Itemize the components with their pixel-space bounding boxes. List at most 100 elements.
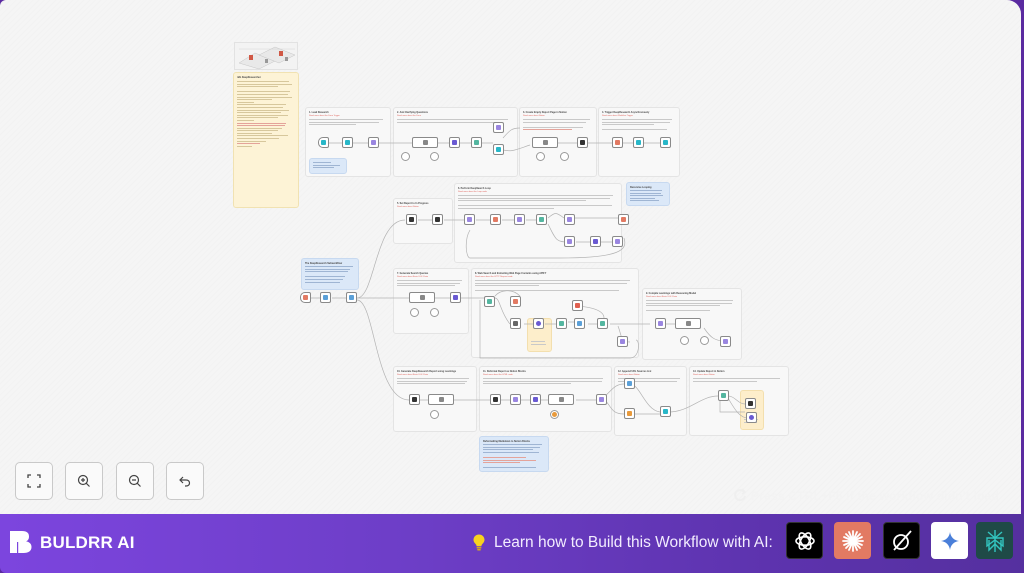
notion-update-node-2[interactable] — [745, 398, 756, 409]
model-subnode-4[interactable] — [680, 336, 689, 345]
llm-node[interactable] — [342, 137, 353, 148]
workflow-canvas[interactable]: n8n DeepResearcher 1. Lead Research Read… — [0, 0, 1021, 514]
form-completion-node[interactable] — [660, 137, 671, 148]
set-variables-node[interactable] — [464, 214, 475, 225]
loop-node[interactable] — [484, 296, 495, 307]
section-subtitle: Read more about the HTML node — [483, 374, 513, 376]
section-10-generate-report[interactable]: 10. Generate DeepResearch Report using L… — [393, 366, 477, 432]
form-node-2[interactable] — [493, 144, 504, 155]
section-title: 5. Set Report to In Progress — [397, 202, 429, 205]
notion-blocks-chain-node[interactable] — [548, 394, 574, 405]
brand-name[interactable]: BULDRR AI — [40, 533, 135, 552]
set-final-node[interactable] — [612, 236, 623, 247]
apify-node[interactable] — [533, 318, 544, 329]
section-title: 7. Generate Search Queries — [397, 272, 429, 275]
perplexity-button[interactable] — [976, 522, 1013, 559]
zoom-out-button[interactable] — [116, 462, 154, 500]
form-end-node[interactable] — [633, 137, 644, 148]
switch-node[interactable] — [346, 292, 357, 303]
learnings-chain-node[interactable] — [675, 318, 701, 329]
notion-update-node[interactable] — [432, 214, 443, 225]
convert-markdown-node[interactable] — [617, 336, 628, 347]
section-title: 8. Web Search and Extracting Web Page Co… — [475, 272, 547, 275]
parser-subnode[interactable] — [430, 152, 439, 161]
filter-node[interactable] — [574, 318, 585, 329]
set-node-2[interactable] — [493, 122, 504, 133]
parse-input-node[interactable] — [320, 292, 331, 303]
section-11-reformat-notion-blocks[interactable]: 11. Reformat Report as Notion Blocks Rea… — [479, 366, 612, 432]
split-node[interactable] — [449, 137, 460, 148]
llm-chain-node-2[interactable] — [532, 137, 558, 148]
section-13-update-report[interactable]: 13. Update Report in Notion Read more ab… — [689, 366, 789, 436]
reload-icon — [734, 488, 747, 502]
model-subnode-3[interactable] — [410, 308, 419, 317]
aggregate-node[interactable] — [624, 378, 635, 389]
set-next-node[interactable] — [564, 214, 575, 225]
set-depth-node[interactable] — [564, 236, 575, 247]
has-results-node[interactable] — [556, 318, 567, 329]
set-node[interactable] — [368, 137, 379, 148]
search-queries-chain-node[interactable] — [409, 292, 435, 303]
reset-zoom-button[interactable] — [166, 462, 204, 500]
overview-note[interactable]: n8n DeepResearcher — [233, 72, 299, 208]
gemini-subnode[interactable] — [550, 410, 559, 419]
parse-blocks-node[interactable] — [596, 394, 607, 405]
parser-subnode-3[interactable] — [430, 308, 439, 317]
if-node[interactable] — [536, 214, 547, 225]
chatgpt-button[interactable] — [786, 522, 823, 559]
llm-chain-node[interactable] — [412, 137, 438, 148]
note-notion-update[interactable] — [740, 390, 764, 430]
fit-view-button[interactable] — [15, 462, 53, 500]
section-2-clarifying-questions[interactable]: 2. Ask Clarifying Questions Read more ab… — [393, 107, 518, 177]
notion-get-node-2[interactable] — [409, 394, 420, 405]
model-subnode-5[interactable] — [430, 410, 439, 419]
section-12-append-sources[interactable]: 12. Append URL Sources List Read more ab… — [614, 366, 687, 436]
form-node[interactable] — [471, 137, 482, 148]
execute-workflow-node[interactable] — [612, 137, 623, 148]
zoom-in-button[interactable] — [65, 462, 103, 500]
execution-data-node[interactable] — [510, 296, 521, 307]
execute-loop-node[interactable] — [490, 214, 501, 225]
gemini-button[interactable] — [931, 522, 968, 559]
markdown-to-html-node[interactable] — [490, 394, 501, 405]
buldrr-logo-icon[interactable] — [9, 530, 33, 554]
note-form-hint[interactable] — [309, 158, 347, 174]
workflow-trigger-node[interactable] — [300, 292, 311, 303]
get-results-node[interactable] — [655, 318, 666, 329]
note-markdown-to-notion[interactable]: Reformatting Markdown to Notion Blocks — [479, 436, 549, 472]
wait-node[interactable] — [510, 318, 521, 329]
loop-blocks-node[interactable] — [718, 390, 729, 401]
accumulate-node[interactable] — [514, 214, 525, 225]
note-title: The DeepResearch Subworkflow — [305, 262, 343, 265]
fit-view-icon — [27, 474, 41, 488]
has-content-node[interactable] — [597, 318, 608, 329]
model-subnode[interactable] — [401, 152, 410, 161]
error-node[interactable] — [572, 300, 583, 311]
section-subtitle: Read more about the HTTP Request node — [475, 276, 513, 278]
parser-subnode-4[interactable] — [700, 336, 709, 345]
url-sources-node[interactable] — [624, 408, 635, 419]
merge-node-2[interactable] — [660, 406, 671, 417]
section-8-web-search-apify[interactable]: 8. Web Search and Extracting Web Page Co… — [471, 268, 639, 358]
execute-workflow-node-2[interactable] — [618, 214, 629, 225]
section-5-set-in-progress[interactable]: 5. Set Report to In Progress Read more a… — [393, 198, 453, 244]
form-trigger-node[interactable] — [318, 137, 329, 148]
http-append-node[interactable] — [746, 412, 757, 423]
merge-node[interactable] — [590, 236, 601, 247]
notion-node[interactable] — [577, 137, 588, 148]
grok-button[interactable] — [883, 522, 920, 559]
report-chain-node[interactable] — [428, 394, 454, 405]
split-out-node[interactable] — [450, 292, 461, 303]
parser-subnode-2[interactable] — [560, 152, 569, 161]
note-recursive-looping[interactable]: Recursive Looping — [626, 182, 670, 206]
connection-lines — [307, 127, 749, 419]
zoom-out-icon — [128, 474, 141, 487]
section-subtitle: Read more about Workflow Trigger — [602, 115, 633, 117]
note-deepresearch-subworkflow[interactable]: The DeepResearch Subworkflow — [301, 258, 359, 290]
claude-button[interactable] — [834, 522, 871, 559]
set-learnings-node[interactable] — [720, 336, 731, 347]
model-subnode-2[interactable] — [536, 152, 545, 161]
split-out-node-2[interactable] — [530, 394, 541, 405]
html-split-node[interactable] — [510, 394, 521, 405]
notion-get-node[interactable] — [406, 214, 417, 225]
